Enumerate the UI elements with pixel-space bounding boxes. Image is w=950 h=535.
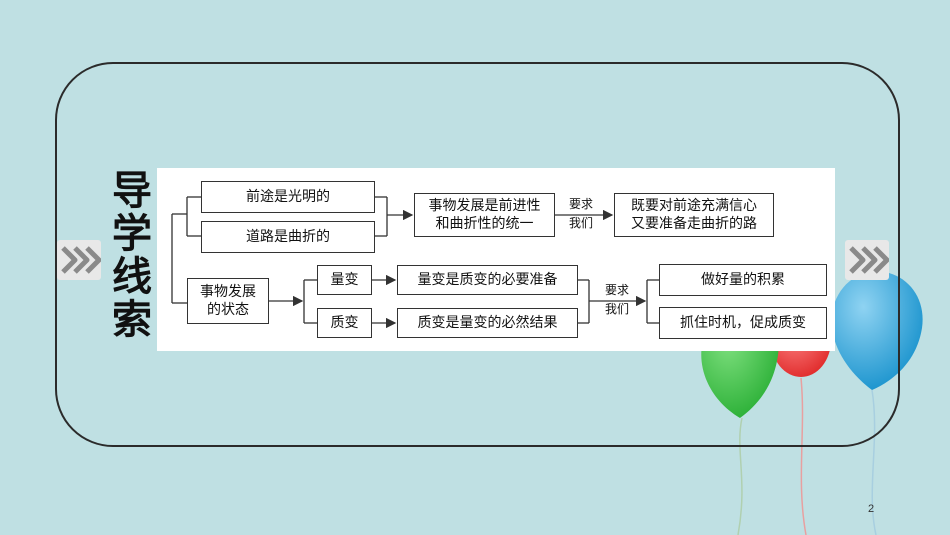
text-line: 事物发展 [200,284,256,300]
box-development-state: 事物发展 的状态 [187,278,269,324]
slide-frame [55,62,900,447]
label-requirement-top: 要求 我们 [559,197,603,231]
balloon-string [800,377,807,535]
text-line: 我们 [604,302,629,316]
text-line: 又要准备走曲折的路 [631,216,757,232]
text-line: 事物发展是前进性 [428,198,541,214]
text-line: 的状态 [207,302,249,318]
double-chevron-right-icon[interactable] [57,240,101,280]
title-char: 学 [112,211,152,257]
box-accumulate: 做好量的积累 [659,264,827,296]
text-line: 既要对前途充满信心 [631,198,757,214]
section-title: 导 学 线 索 [107,170,157,342]
box-qualitative-change: 质变 [317,308,372,338]
diagram-connectors [171,196,659,329]
concept-diagram: 前途是光明的 道路是曲折的 事物发展是前进性 和曲折性的统一 要求 我们 既要对… [157,168,835,351]
text-line: 要求 [604,283,629,297]
title-char: 导 [112,168,152,214]
title-char: 索 [112,297,152,343]
box-quantitative-change: 量变 [317,265,372,295]
label-requirement-bottom: 要求 我们 [595,283,639,317]
box-development-unity: 事物发展是前进性 和曲折性的统一 [414,193,555,237]
text-line: 我们 [568,216,593,230]
text-line: 要求 [568,197,593,211]
box-tortuous-road: 道路是曲折的 [201,221,375,253]
box-attitude: 既要对前途充满信心 又要准备走曲折的路 [614,193,774,237]
box-quant-preparation: 量变是质变的必要准备 [397,265,578,295]
title-char: 线 [112,254,152,300]
page-number: 2 [868,503,875,515]
balloon-string [737,417,743,535]
box-bright-future: 前途是光明的 [201,181,375,213]
box-seize-opportunity: 抓住时机，促成质变 [659,307,827,339]
double-chevron-right-icon[interactable] [845,240,889,280]
box-qual-result: 质变是量变的必然结果 [397,308,578,338]
text-line: 和曲折性的统一 [435,216,534,232]
